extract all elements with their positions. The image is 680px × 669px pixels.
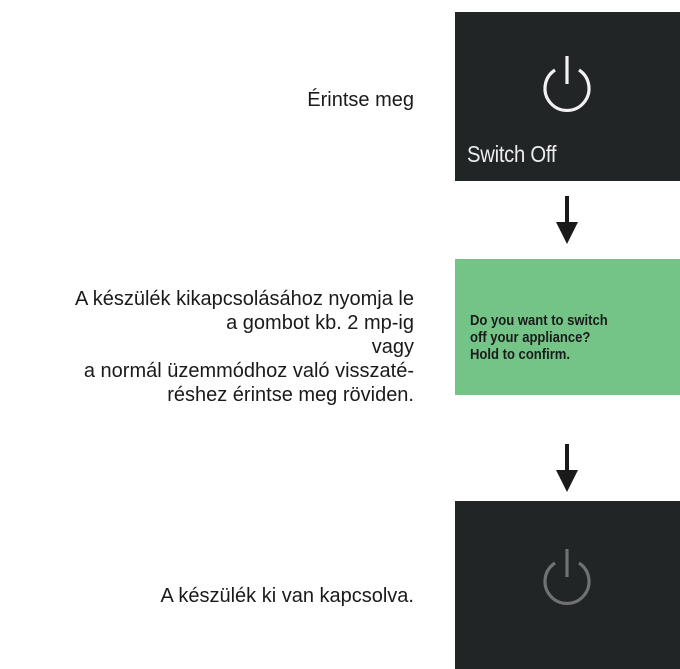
step-3-instruction: A készülék ki van kapcsolva. xyxy=(161,584,414,608)
arrow-down-icon xyxy=(556,196,578,244)
confirm-message: Do you want to switch off your appliance… xyxy=(470,313,608,364)
confirm-message-line: Hold to confirm. xyxy=(470,347,571,363)
switch-off-label: Switch Off xyxy=(467,141,557,167)
step-1-instruction-line: Érintse meg xyxy=(307,89,414,111)
confirm-message-line: off your appliance? xyxy=(470,330,591,346)
step-2-instruction-line: A készülék kikapcsolásához nyomja le xyxy=(74,288,414,310)
step-3-instruction-line: A készülék ki van kapcsolva. xyxy=(160,585,414,607)
step-2-instruction: A készülék kikapcsolásához nyomja le a g… xyxy=(75,287,414,407)
step-2-instruction-line: a normál üzemmódhoz való visszaté- xyxy=(83,360,414,382)
power-icon[interactable] xyxy=(534,53,600,119)
step-2-instruction-line: a gombot kb. 2 mp-ig xyxy=(226,312,414,334)
confirm-switch-off-display[interactable] xyxy=(455,259,680,395)
switched-off-display xyxy=(455,501,680,669)
step-2-instruction-line: réshez érintse meg röviden. xyxy=(167,384,414,406)
arrow-down-icon xyxy=(556,444,578,492)
switch-off-display[interactable] xyxy=(455,12,680,181)
power-icon xyxy=(543,549,591,605)
step-1-instruction: Érintse meg xyxy=(307,88,414,112)
confirm-message-line: Do you want to switch xyxy=(470,313,608,329)
step-2-instruction-line: vagy xyxy=(371,336,414,358)
